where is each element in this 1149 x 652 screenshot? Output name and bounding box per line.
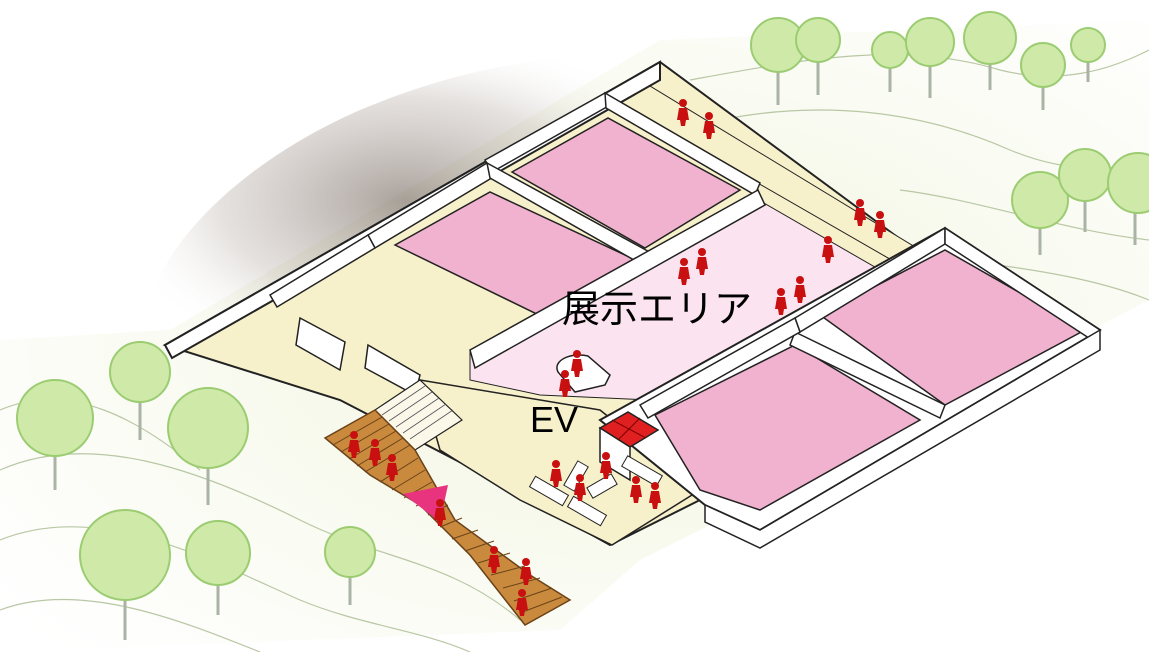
visitors [348, 99, 886, 616]
bench [528, 475, 570, 507]
elevator-label: EV [530, 399, 578, 440]
person-icon [348, 431, 360, 458]
tree [963, 11, 1017, 90]
tree [16, 379, 94, 490]
person-icon [369, 439, 381, 466]
tree [1020, 42, 1066, 110]
exhibit-room [653, 344, 922, 511]
tree [79, 509, 171, 640]
building [162, 60, 1102, 626]
tree [185, 520, 251, 615]
room-wall [638, 316, 801, 420]
person-icon [775, 288, 787, 315]
tree [795, 17, 841, 95]
person-icon [571, 350, 583, 377]
person-icon [696, 248, 708, 275]
elevator-cross [617, 417, 641, 441]
contour-line [0, 526, 471, 652]
tree [1107, 152, 1149, 245]
lobby-floor [418, 379, 702, 546]
person-icon [630, 476, 642, 503]
building-shadow [149, 57, 660, 346]
tree [905, 17, 955, 98]
person-icon [874, 211, 886, 238]
partition-wall [295, 316, 346, 372]
person-icon [678, 258, 690, 285]
person-icon [434, 499, 446, 526]
bench [586, 473, 618, 499]
tree [109, 341, 171, 440]
person-icon [516, 589, 528, 616]
person-icon [488, 546, 500, 573]
main-staircase [323, 409, 572, 626]
tree [1070, 27, 1106, 82]
person-icon [574, 474, 586, 501]
contour-line [0, 598, 261, 652]
tree [324, 526, 376, 605]
bench [620, 455, 664, 487]
tree [750, 17, 806, 105]
contour-line [0, 453, 521, 621]
person-icon [550, 460, 562, 487]
person-icon [600, 452, 612, 479]
person-icon [520, 558, 532, 585]
person-icon [794, 276, 806, 303]
person-icon [649, 482, 661, 509]
person-icon [703, 112, 715, 139]
person-icon [854, 199, 866, 226]
person-icon [386, 454, 398, 481]
exhibit-room [510, 117, 742, 249]
person-icon [559, 370, 571, 397]
room-wall [789, 330, 946, 420]
exhibition-wall [469, 188, 766, 370]
partition-wall [268, 233, 376, 309]
tree [167, 387, 249, 505]
exhibition-area-label: 展示エリア [562, 289, 752, 331]
tree [1011, 171, 1069, 255]
room-wall [704, 328, 1101, 549]
person-icon [677, 99, 689, 126]
trees [16, 11, 1149, 640]
person-icon [822, 236, 834, 263]
bench [566, 495, 608, 527]
